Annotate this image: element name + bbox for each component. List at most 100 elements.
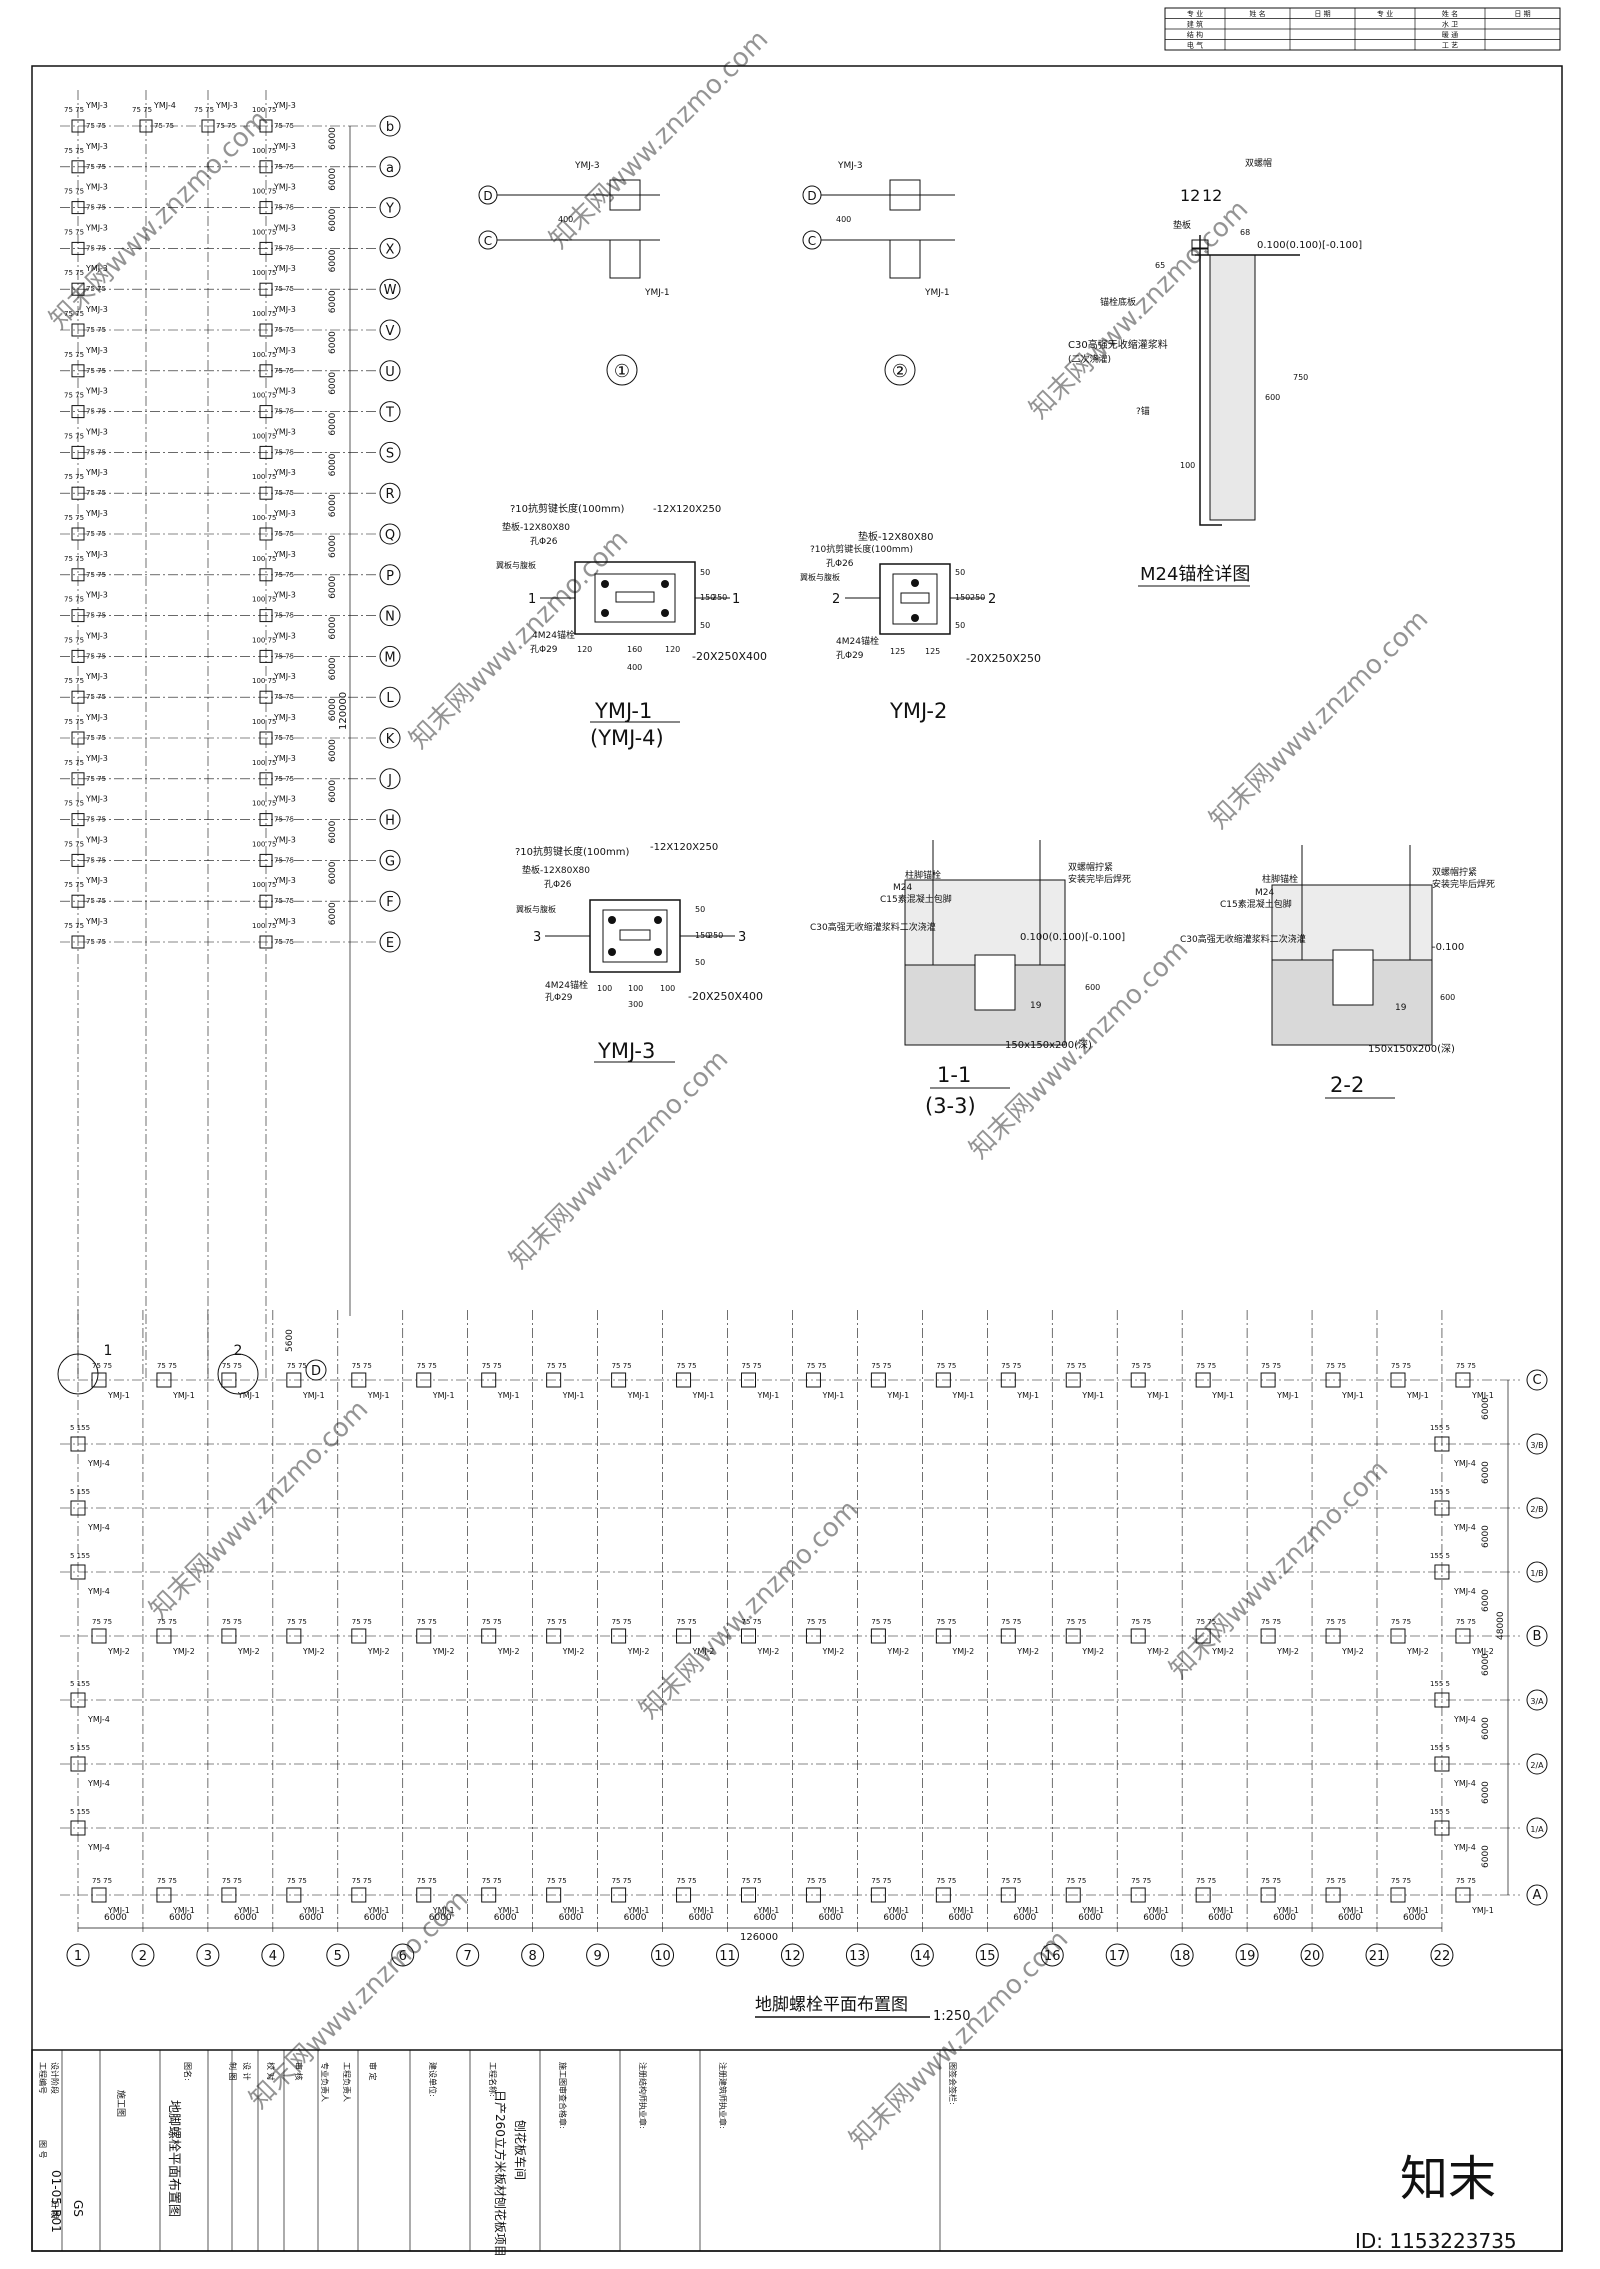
part-label: YMJ-2 [432, 1647, 455, 1656]
anchor-plate [611, 1887, 627, 1903]
dim-text: 75 75 [86, 897, 106, 905]
anchor-hole [661, 580, 669, 588]
anchor-plate [935, 1372, 951, 1388]
part-label: YMJ-1 [1471, 1391, 1494, 1400]
column-bubble [1365, 1943, 1389, 1967]
note: 4M24锚栓 [836, 635, 879, 647]
axis-bubble [379, 319, 401, 341]
note: 4M24锚栓 [545, 979, 588, 991]
axis-bubble [379, 768, 401, 790]
anchor-plate [611, 1628, 627, 1644]
axis-bubble [1526, 1497, 1548, 1519]
dim-text: 155 5 [1430, 1808, 1450, 1816]
sig-discipline: 建 筑 [1187, 20, 1203, 29]
part-label: YMJ-3 [273, 427, 296, 436]
part-label: YMJ-3 [273, 101, 296, 110]
column-label: 16 [1044, 1949, 1061, 1964]
part-label: YMJ-3 [85, 346, 108, 355]
anchor-plate [1455, 1372, 1471, 1388]
axis-bubble [379, 564, 401, 586]
dim-text: 6000 [328, 576, 338, 599]
part-label: YMJ-3 [273, 550, 296, 559]
column-bubble [1300, 1943, 1324, 1967]
dim-text: 6000 [328, 168, 338, 191]
part-label: YMJ-3 [85, 223, 108, 232]
part-label: YMJ-3 [85, 672, 108, 681]
detail-title: M24锚栓详图 [1140, 564, 1250, 585]
dim-text: 75 75 [64, 228, 84, 236]
anchor-plate [1260, 1628, 1276, 1644]
note: 孔Φ26 [530, 536, 558, 547]
note: 翼板与腹板 [496, 560, 536, 570]
column-bubble [1040, 1943, 1064, 1967]
ymj2-detail: 2 2 垫板-12X80X80 ?10抗剪键长度(100mm) 孔Φ26 翼板与… [800, 530, 1041, 723]
dim-text: 75 75 [86, 652, 106, 660]
axis-label: E [386, 936, 394, 951]
dim-text: 150 [955, 593, 970, 602]
part-label: YMJ-1 [821, 1906, 844, 1915]
part-label: YMJ-3 [85, 183, 108, 192]
dim-text: 75 75 [482, 1618, 502, 1626]
dim-text: 75 75 [64, 596, 84, 604]
dim-text: 75 75 [216, 122, 236, 130]
axis-label: X [386, 242, 395, 257]
elevation: -0.100 [1432, 942, 1464, 953]
part-label: YMJ-3 [85, 550, 108, 559]
anchor-hole [911, 579, 919, 587]
dim-text: 75 75 [1001, 1618, 1021, 1626]
column-label: 10 [654, 1949, 671, 1964]
anchor-hole [608, 948, 616, 956]
column-bubble [1430, 1943, 1454, 1967]
dim-text: 6000 [328, 657, 338, 680]
sig-header: 姓 名 [1442, 9, 1458, 18]
note: -12X120X250 [650, 842, 718, 853]
part-label: YMJ-4 [87, 1587, 110, 1596]
anchor-plate [351, 1628, 367, 1644]
dim-text: 100 75 [252, 106, 277, 114]
part-label: YMJ-1 [1211, 1906, 1234, 1915]
note: C15素混凝土包脚 [1220, 898, 1292, 910]
dim-text: 75 75 [64, 718, 84, 726]
dim-text: 75 75 [287, 1618, 307, 1626]
dim-text: 75 75 [64, 840, 84, 848]
dim-text: 75 75 [64, 514, 84, 522]
anchor-plate [741, 1887, 756, 1903]
anchor-plate [71, 160, 85, 174]
axis-bubble [379, 523, 401, 545]
dim-text: 6000 [1481, 1717, 1491, 1740]
anchor-plate [1195, 1628, 1211, 1644]
sig-discipline: 工 艺 [1442, 42, 1458, 50]
detail-subtitle: (YMJ-4) [590, 726, 664, 750]
dim-text: 50 [955, 568, 965, 577]
dim-text: 6000 [1481, 1461, 1491, 1484]
dim-text: 75 75 [1391, 1618, 1411, 1626]
anchor-plate [1434, 1692, 1450, 1708]
column-bubble [326, 1943, 350, 1967]
watermark-text: 知末网www.znzmo.com [844, 1924, 1075, 2155]
axis-bubble [1526, 1369, 1548, 1391]
part-label: YMJ-3 [273, 468, 296, 477]
watermark-text: 知末网www.znzmo.com [144, 1394, 375, 1625]
dim-text: 75 75 [274, 367, 294, 375]
part-label: YMJ-3 [85, 142, 108, 151]
title-label: 专业负责人 [320, 2062, 330, 2102]
project-name: 日产260立方米板材刨花板项目 [493, 2090, 508, 2257]
part-label: YMJ-1 [821, 1391, 844, 1400]
dim-text: 6000 [169, 1913, 192, 1923]
dim-text: 75 75 [1196, 1618, 1216, 1626]
dim-text: 6000 [328, 249, 338, 272]
column-label: 6 [399, 1949, 407, 1964]
dim-text: 75 75 [806, 1618, 826, 1626]
anchor-plate [416, 1628, 432, 1644]
dim-text: 100 75 [252, 718, 277, 726]
dim-text: 75 75 [92, 1618, 112, 1626]
dim-text: 75 75 [86, 285, 106, 293]
dim-text: 6000 [689, 1913, 712, 1923]
part-label: YMJ-3 [273, 346, 296, 355]
dim-text: 120 [665, 645, 680, 654]
part-label: YMJ-2 [757, 1647, 780, 1656]
signature-table: 专 业姓 名日 期专 业姓 名日 期建 筑结 构电 气水 卫暖 通工 艺 [1164, 7, 1561, 51]
axis-bubble [379, 278, 401, 300]
part-label: YMJ-1 [692, 1906, 715, 1915]
part-label: YMJ-3 [273, 223, 296, 232]
